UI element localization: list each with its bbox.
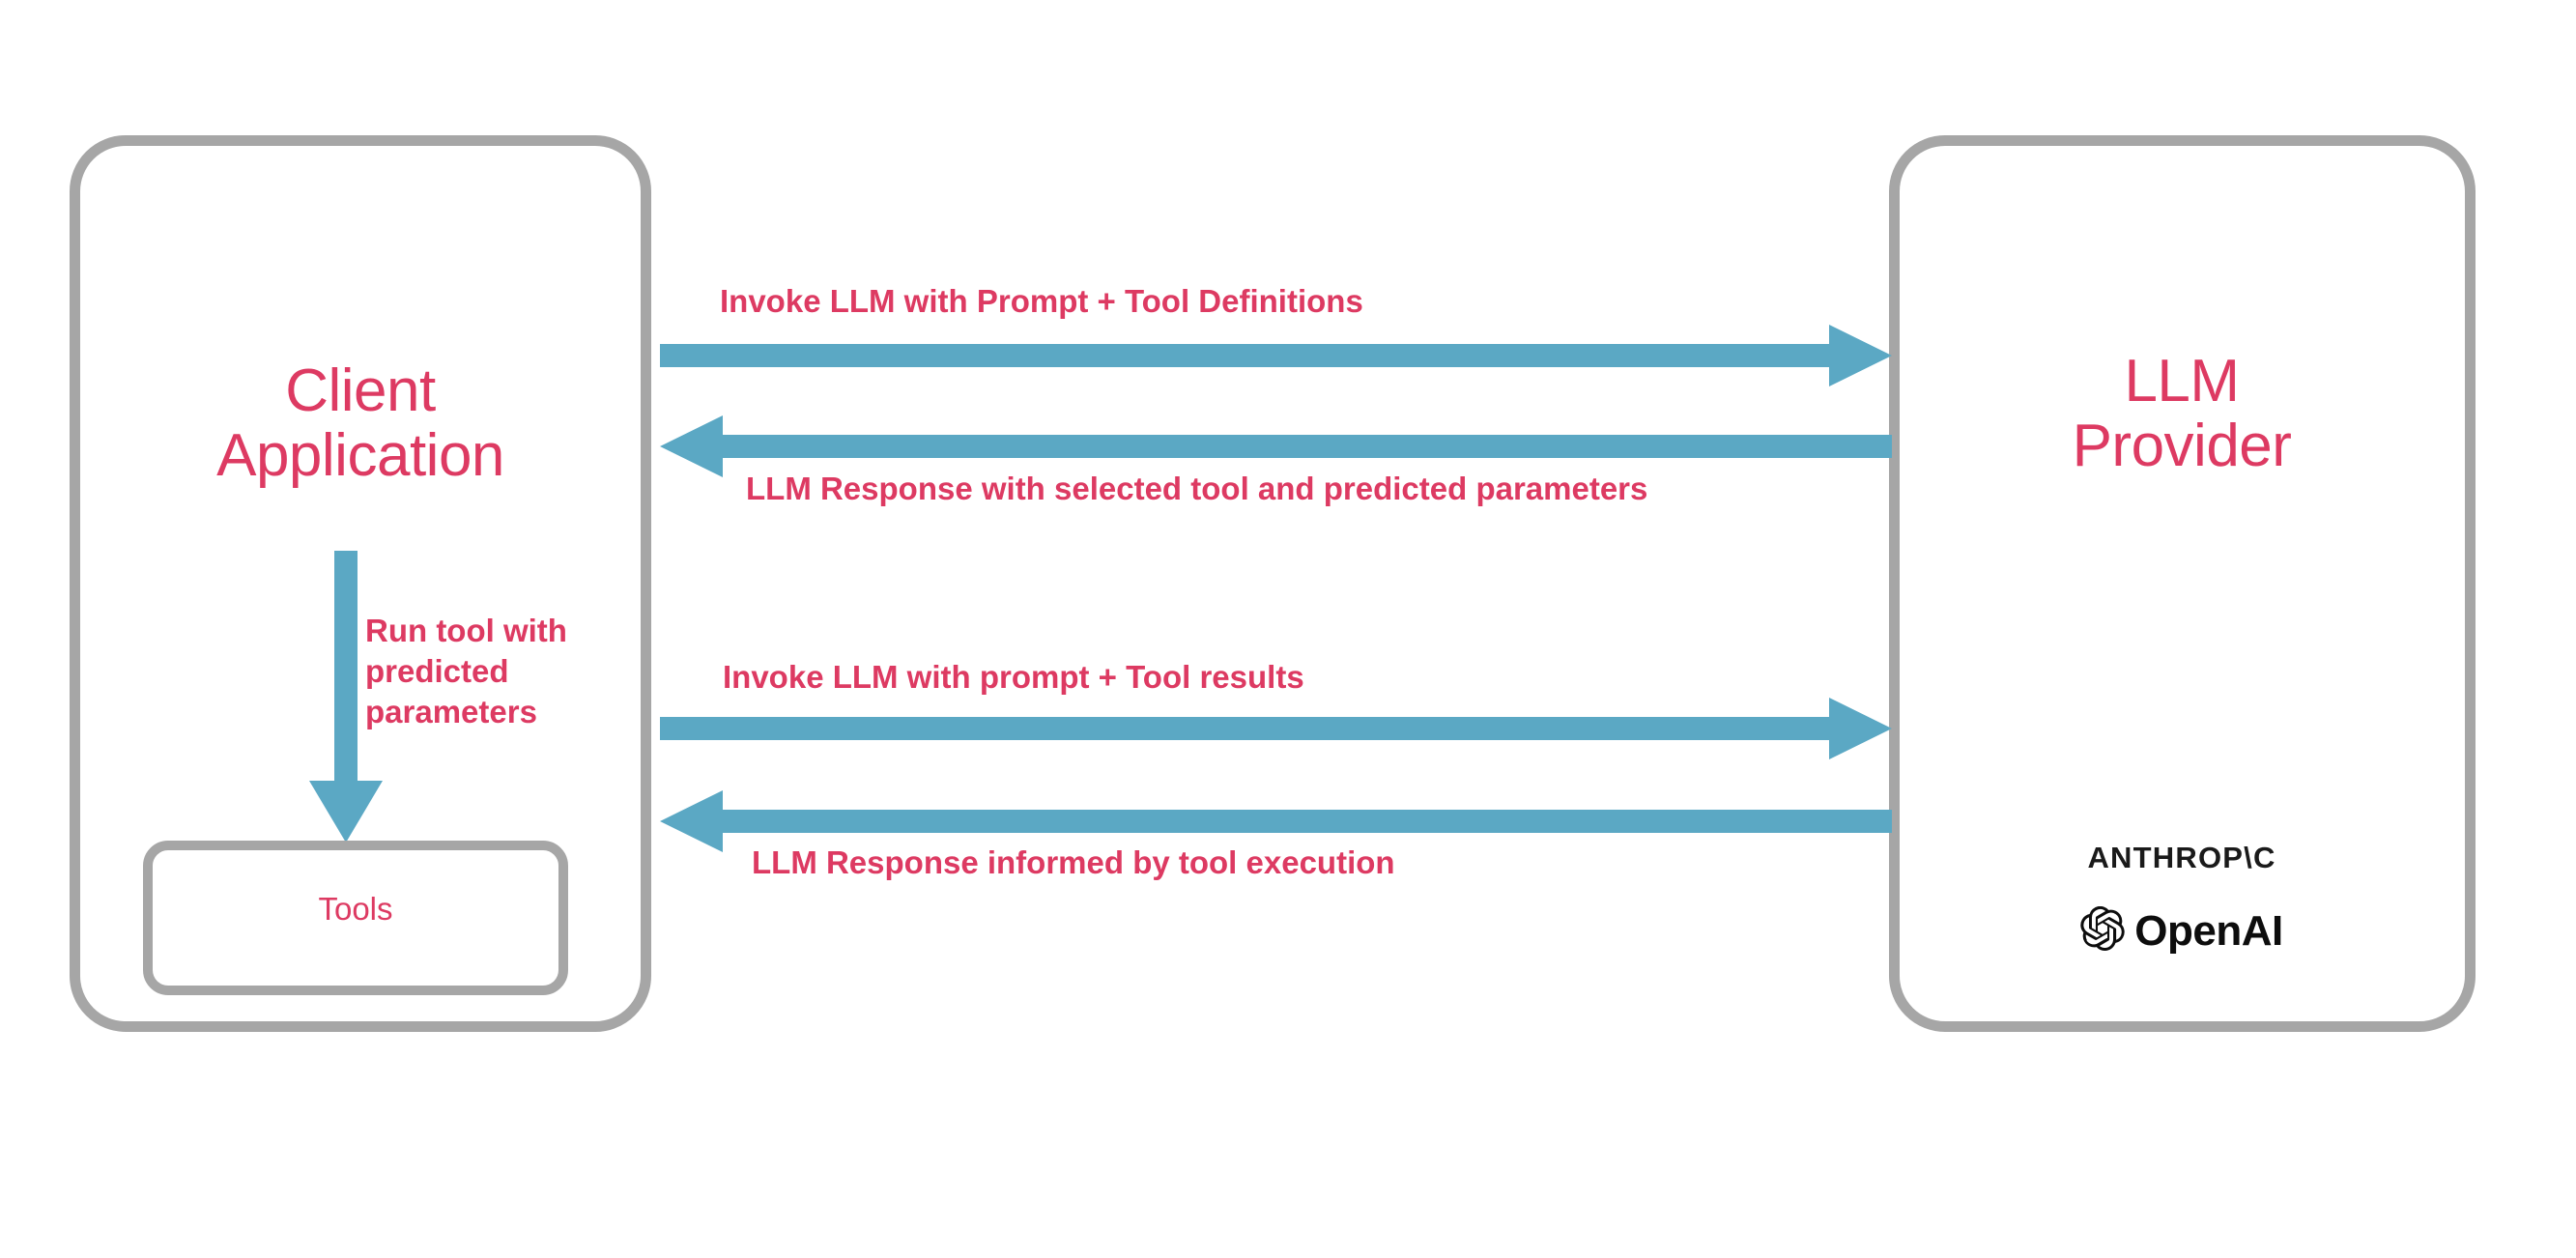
message-arrow-2 <box>660 415 1892 477</box>
message-arrow-1 <box>660 325 1892 386</box>
tools-box[interactable] <box>143 841 568 995</box>
message-label-3: Invoke LLM with prompt + Tool results <box>723 659 1304 695</box>
message-label-1: Invoke LLM with Prompt + Tool Definition… <box>720 283 1363 319</box>
anthropic-logo: ANTHROP\C <box>2087 841 2276 874</box>
llm-provider-title: LLM Provider <box>2072 348 2292 479</box>
openai-wordmark: OpenAI <box>2134 906 2283 955</box>
run-tool-label: Run tool with predicted parameters <box>365 613 567 730</box>
tools-label: Tools <box>318 891 393 927</box>
openai-logo: OpenAI <box>1899 905 2465 956</box>
llm-provider-box <box>1889 135 2476 1032</box>
message-label-4: LLM Response informed by tool execution <box>752 844 1395 880</box>
message-arrow-3 <box>660 698 1892 759</box>
message-label-2: LLM Response with selected tool and pred… <box>746 471 1648 506</box>
openai-flower-icon <box>2080 905 2125 956</box>
client-application-title: Client Application <box>216 357 504 489</box>
message-arrow-4 <box>660 790 1892 852</box>
run-tool-arrow <box>309 551 383 843</box>
